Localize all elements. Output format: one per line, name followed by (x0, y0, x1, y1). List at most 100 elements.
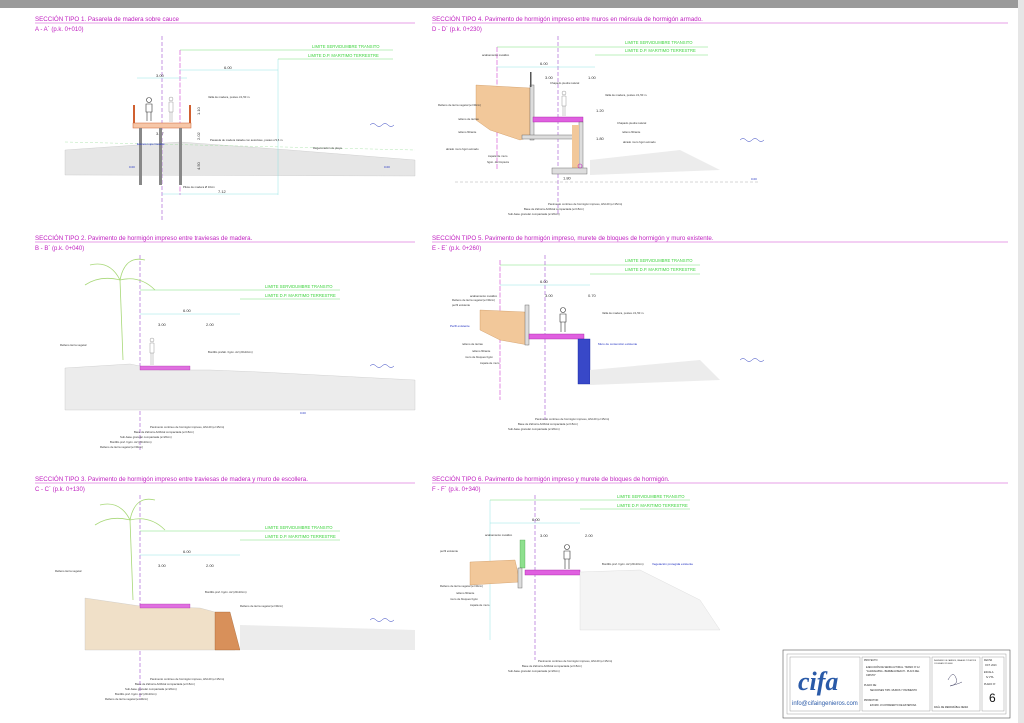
metal-railing (530, 72, 532, 87)
pile (139, 128, 142, 185)
filter-fill (572, 125, 579, 171)
annotation: Base de Zahorra Artificial compactada (e… (524, 207, 584, 211)
pavement (524, 569, 581, 576)
dim-label: 6.00 (532, 517, 541, 522)
limit-servidumbre: LIMITE SERVIDUMBRE TRANSITO (625, 258, 693, 263)
dim-label: 6.00 (183, 549, 192, 554)
dim-label: 6.00 (540, 279, 549, 284)
annotation: Base de Zahorra Artificial compactada (e… (518, 422, 578, 426)
dim-label: 6.00 (540, 61, 549, 66)
annotation: relleno filtrante (472, 349, 491, 353)
dim-label: 1.20 (596, 108, 605, 113)
level-label: 0.00 (751, 177, 757, 181)
proyecto-label: PROYECTO: (864, 659, 878, 662)
dim-label: 3.00 (545, 75, 554, 80)
annotation: relleno filtrante (456, 591, 475, 595)
annotation: Bordillo pref. hgón. A2 (20x10cm) (205, 590, 247, 594)
palm-tree-icon (84, 258, 156, 361)
annotation: acabamiento metálico (470, 294, 498, 298)
promotor-text: EXCMO. AYUNTAMIENTO DE ESTEPONA (870, 704, 917, 707)
limit-dp: LIMITE D.P. MARITIMO TERRESTRE (625, 48, 696, 53)
company-logo: cifa (798, 667, 838, 696)
blue-annotation: Muro de contención existente (598, 342, 638, 346)
water-icon (369, 618, 395, 622)
annotation: Pavimento continuo de hormigón impreso, … (548, 202, 622, 206)
title-block: cifa info@cifaingenieros.com PROYECTO: E… (782, 649, 1011, 719)
dim-label: 6.00 (224, 65, 233, 70)
annotation: Bordillo pref. hgón. A2 (20x10cm) (115, 692, 157, 696)
dim-label: 6.00 (183, 308, 192, 313)
annotation: perfil existente (440, 549, 458, 553)
escala-label: ESCALA (984, 671, 994, 674)
section-subtitle: E - E´ (p.k. 0+260) (432, 246, 481, 252)
annotation: Base de Zahorra Artificial compactada (e… (135, 682, 195, 686)
limit-servidumbre: LIMITE SERVIDUMBRE TRANSITO (617, 494, 685, 499)
ingeniero-name: RAÚL DE MENDIZÁBAL NEIRA (934, 706, 969, 709)
section-subtitle: F - F´ (p.k. 0+340) (432, 487, 481, 493)
level-label: 0.00 (129, 165, 135, 169)
pavement (139, 603, 191, 609)
cyclist-icon (145, 97, 153, 121)
section-subtitle: B - B´ (p.k. 0+040) (35, 246, 84, 252)
promotor-label: PROMOTOR: (864, 699, 879, 702)
annotation: Relleno de tierra vegetal (e=30cm) (240, 604, 283, 608)
dim-label: 3.00 (545, 293, 554, 298)
ground (590, 360, 720, 385)
annotation: Sub-base granular compactada (e=20cm) (120, 435, 172, 439)
annotation: zapata de muro (480, 361, 500, 365)
annotation: Pavimento continuo de hormigón impreso, … (535, 417, 609, 421)
fecha-label: FECHA (984, 659, 993, 662)
pavement (528, 333, 585, 340)
annotation: Sub-base granular compactada (e=20cm) (125, 687, 177, 691)
annotation: Sub-base granular compactada (e=20cm) (508, 427, 560, 431)
block-wall (524, 304, 530, 346)
annotation: Pilote de madera Ø 16cm (183, 185, 215, 189)
section-3: SECCIÓN TIPO 3. Pavimento de hormigón im… (35, 476, 415, 701)
annotation: perfil existente (452, 303, 470, 307)
level-label: 0.00 (384, 165, 390, 169)
company-email[interactable]: info@cifaingenieros.com (792, 701, 858, 707)
ground (240, 625, 415, 650)
wall-stem (529, 84, 535, 141)
pile (179, 128, 182, 185)
water-icon (739, 358, 765, 362)
annotation: Sub-base granular compactada (e=20cm) (508, 669, 560, 673)
pavement (139, 365, 191, 371)
annotation: Valla de madera, postes c/1,50 m. (602, 311, 644, 315)
annotation: zapata de muro (470, 603, 490, 607)
cyclist-icon (559, 307, 567, 332)
annotation: Relleno tierra vegetal (60, 343, 87, 347)
wood-deck (132, 122, 192, 129)
dim-label: 3.00 (540, 533, 549, 538)
section-4: SECCIÓN TIPO 4. Pavimento de hormigón im… (432, 16, 1008, 216)
annotation: muro de bloques hgón (450, 597, 478, 601)
annotation: Base de Zahorra Artificial compactada (e… (134, 430, 194, 434)
proyecto-text: "GUADALMINA - BERMEJA BEACH - PLAYA DEL (866, 670, 920, 673)
pile (159, 128, 162, 185)
annotation: Bordillo pref. hgón. A2 (20x10cm) (110, 440, 152, 444)
section-subtitle: C - C´ (p.k. 0+130) (35, 487, 85, 493)
pedestrian-icon (168, 96, 174, 122)
limit-servidumbre: LIMITE SERVIDUMBRE TRANSITO (312, 44, 380, 49)
ingeniero-sub: COLEGIADO Nº 00000 (934, 662, 953, 665)
annotation: Chapado piedra natural (550, 81, 580, 85)
section-title: SECCIÓN TIPO 2. Pavimento de hormigón im… (35, 235, 253, 242)
annotation: Relleno tierra vegetal (55, 569, 82, 573)
blue-annotation: Estrato impermeable (137, 142, 165, 146)
backfill (475, 84, 531, 141)
water-icon (369, 364, 395, 368)
annotation: Valla de madera, postes c/1,50 m. (208, 95, 250, 99)
backfill (469, 559, 521, 586)
limit-servidumbre: LIMITE SERVIDUMBRE TRANSITO (625, 40, 693, 45)
dim-label: 1.80 (563, 176, 572, 181)
pedestrian-icon (561, 90, 567, 116)
annotation: alzado muro hgón armado (446, 147, 479, 151)
backfill (479, 309, 529, 346)
drain-pipe (577, 163, 583, 169)
level-label: 0.00 (300, 411, 306, 415)
proyecto-text: CRISTO" (866, 674, 876, 677)
section-5: SECCIÓN TIPO 5. Pavimento de hormigón im… (432, 235, 1008, 431)
dim-label: 4.50 (196, 161, 201, 170)
limit-dp: LIMITE D.P. MARITIMO TERRESTRE (265, 534, 336, 539)
